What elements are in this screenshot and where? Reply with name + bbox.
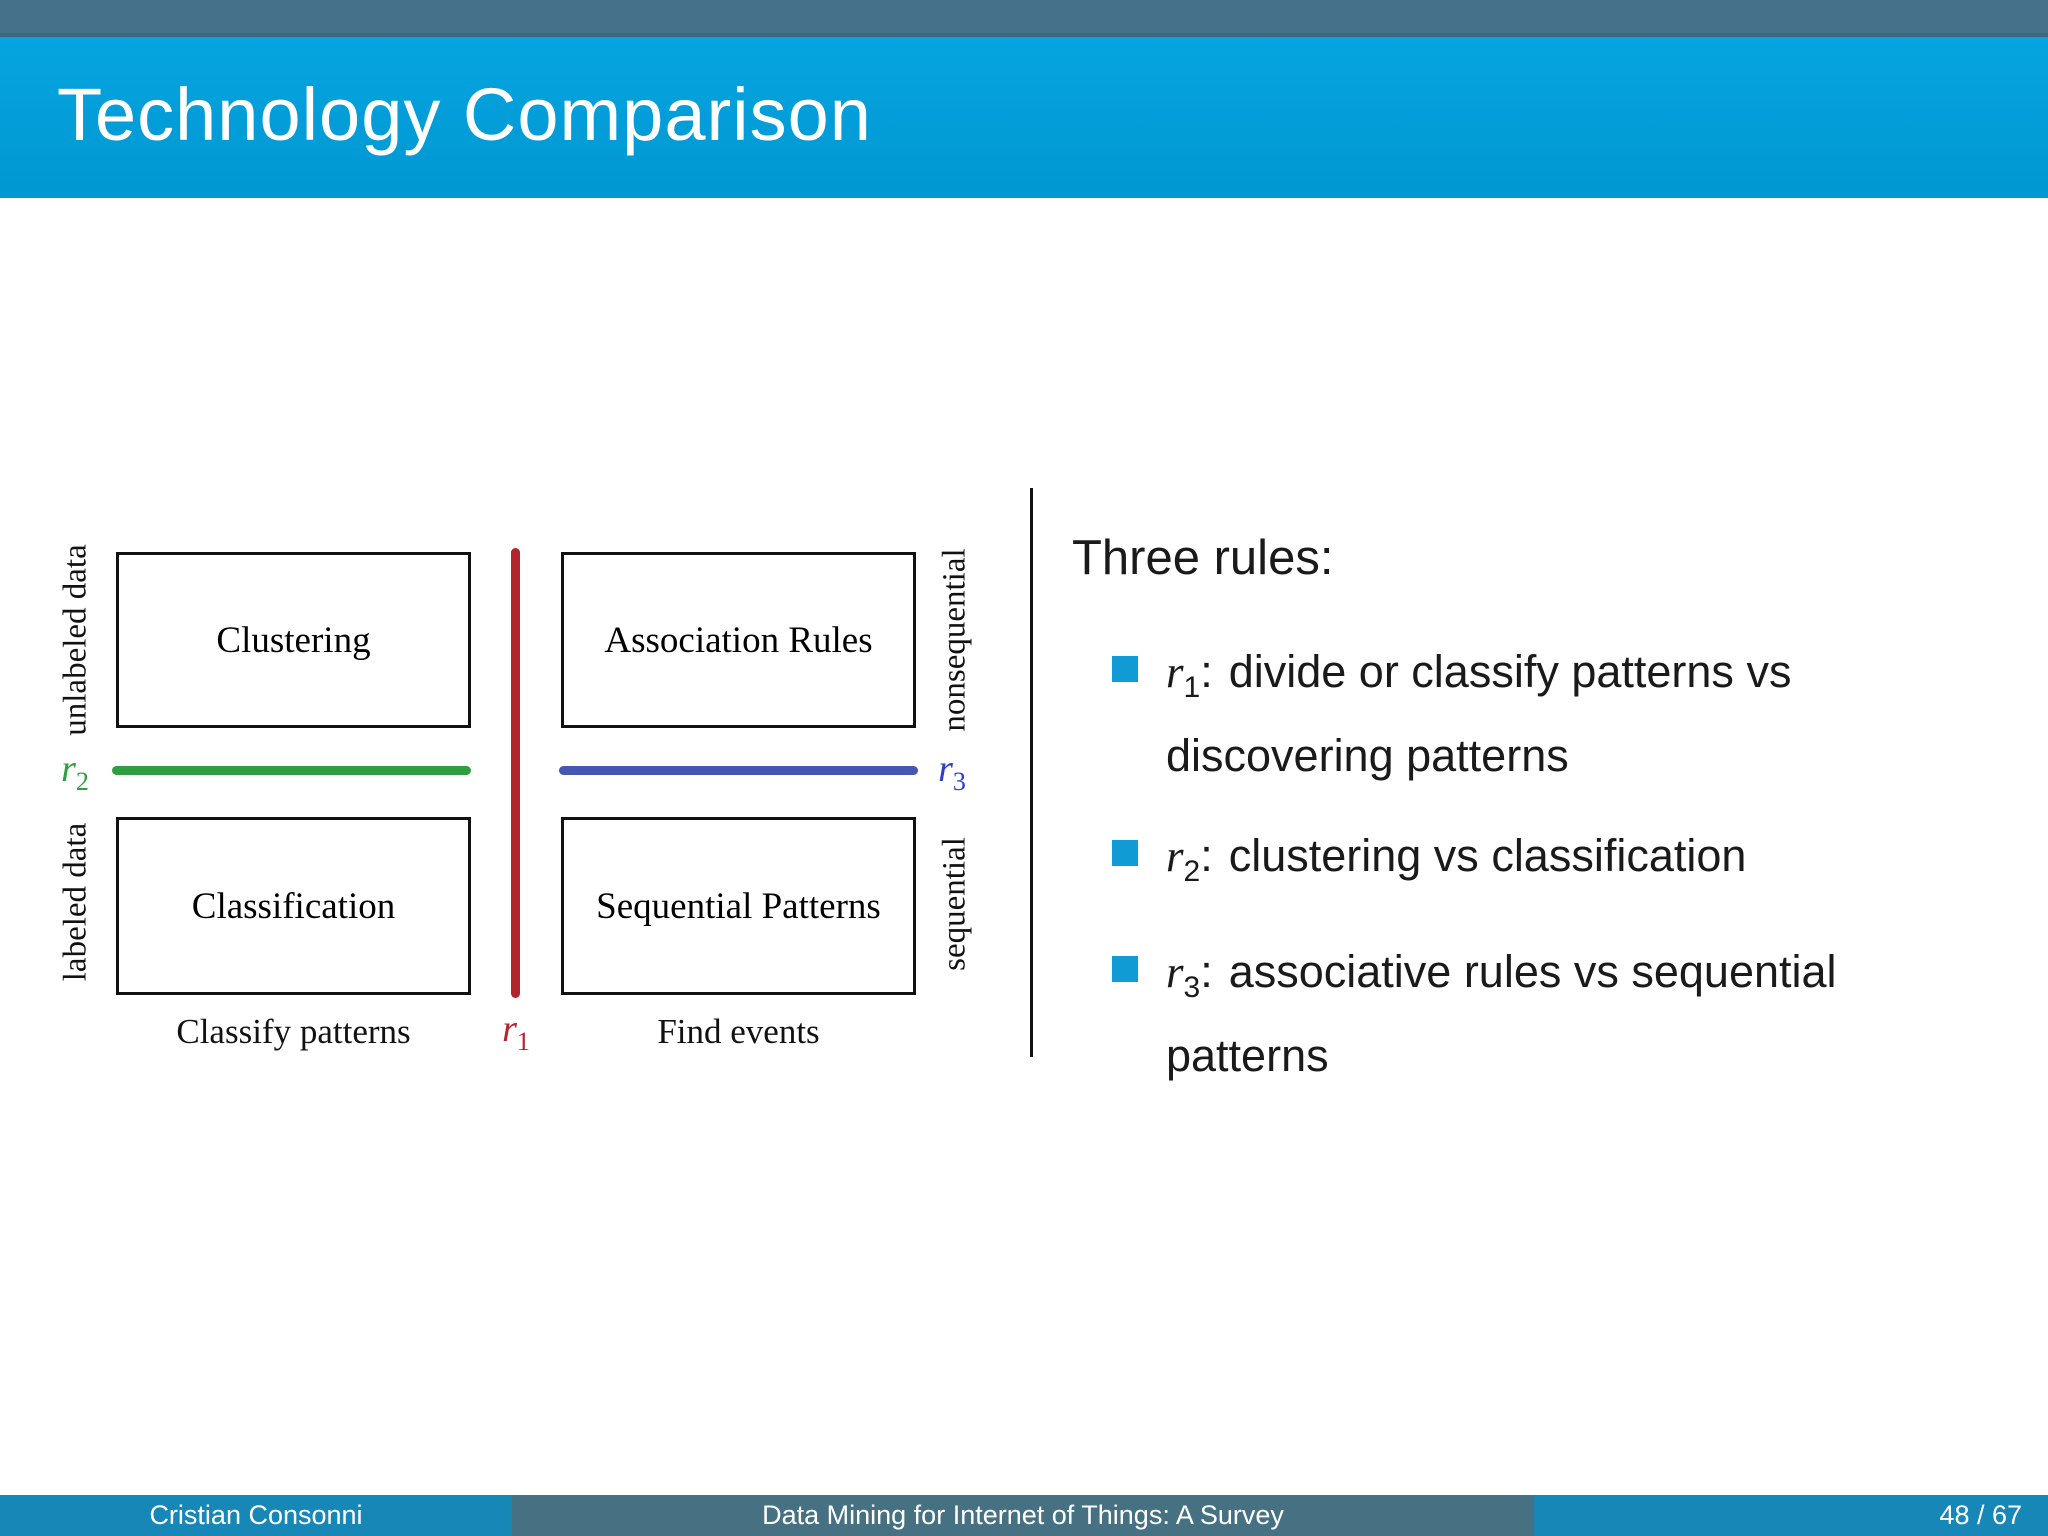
rule-r1-var: r — [1166, 647, 1184, 697]
content-divider — [1030, 488, 1033, 1057]
rule-r2-body: clustering vs classification — [1228, 830, 1747, 881]
rule-label-r1: r1 — [502, 1007, 530, 1057]
box-classification: Classification — [116, 817, 471, 995]
rules-heading: Three rules: — [1072, 531, 1334, 585]
axis-label-unlabeled-data: unlabeled data — [57, 544, 94, 736]
rule-r3-body: associative rules vs sequential patterns — [1166, 946, 1837, 1081]
rule-label-r2-sub: 2 — [75, 766, 89, 796]
rule-item-r1: r1:divide or classify patterns vs discov… — [1072, 638, 1992, 790]
axis-label-labeled-data: labeled data — [57, 822, 94, 982]
rule-r3-sep: : — [1200, 946, 1213, 997]
rule-r1-sub: 1 — [1183, 671, 1201, 704]
rule-r1-sep: : — [1200, 646, 1213, 697]
rule-item-r1-text: r1:divide or classify patterns vs discov… — [1166, 638, 1936, 790]
rule-label-r2-var: r — [61, 748, 76, 791]
footer-page-number: 48 / 67 — [1534, 1495, 2048, 1536]
top-navigation-bar — [0, 0, 2048, 37]
rule-item-r2: r2: clustering vs classification — [1072, 822, 1992, 906]
box-clustering: Clustering — [116, 552, 471, 728]
rule-r3-sub: 3 — [1183, 971, 1201, 1004]
axis-label-classify-patterns: Classify patterns — [176, 1012, 411, 1051]
rule-r2-sub: 2 — [1183, 855, 1201, 888]
rule-label-r2: r2 — [61, 747, 89, 797]
rules-panel: Three rules: r1:divide or classify patte… — [1072, 530, 1992, 1122]
rule-item-r2-text: r2: clustering vs classification — [1166, 822, 1936, 906]
bullet-square-icon — [1112, 956, 1138, 982]
axis-label-sequential: sequential — [936, 837, 973, 971]
rule-r2-var: r — [1166, 831, 1184, 881]
rule-label-r1-sub: 1 — [516, 1026, 530, 1056]
box-sequential-patterns-label: Sequential Patterns — [596, 885, 881, 927]
box-association-rules: Association Rules — [561, 552, 916, 728]
footer-author: Cristian Consonni — [0, 1495, 512, 1536]
rule-line-r2 — [112, 766, 471, 775]
footer-presentation-title: Data Mining for Internet of Things: A Su… — [512, 1495, 1534, 1536]
bullet-square-icon — [1112, 840, 1138, 866]
rule-r1-body: divide or classify patterns vs discoveri… — [1166, 646, 1792, 781]
footer-bar: Cristian Consonni Data Mining for Intern… — [0, 1495, 2048, 1536]
rule-label-r3-sub: 3 — [952, 766, 966, 796]
box-clustering-label: Clustering — [216, 619, 371, 661]
rule-label-r1-var: r — [502, 1008, 517, 1051]
rule-line-r3 — [559, 766, 918, 775]
rule-label-r3: r3 — [938, 747, 966, 797]
box-association-rules-label: Association Rules — [604, 619, 873, 661]
rule-item-r3-text: r3:associative rules vs sequential patte… — [1166, 938, 1936, 1090]
page-title: Technology Comparison — [57, 73, 872, 156]
axis-label-find-events: Find events — [657, 1012, 820, 1051]
rule-r2-sep: : — [1200, 830, 1213, 881]
rule-label-r3-var: r — [938, 748, 953, 791]
box-classification-label: Classification — [191, 885, 396, 927]
axis-label-nonsequential: nonsequential — [936, 548, 973, 732]
rule-line-r1 — [511, 548, 520, 998]
rule-r3-var: r — [1166, 947, 1184, 997]
rule-item-r3: r3:associative rules vs sequential patte… — [1072, 938, 1992, 1090]
bullet-square-icon — [1112, 656, 1138, 682]
box-sequential-patterns: Sequential Patterns — [561, 817, 916, 995]
slide-header: Technology Comparison — [0, 37, 2048, 198]
